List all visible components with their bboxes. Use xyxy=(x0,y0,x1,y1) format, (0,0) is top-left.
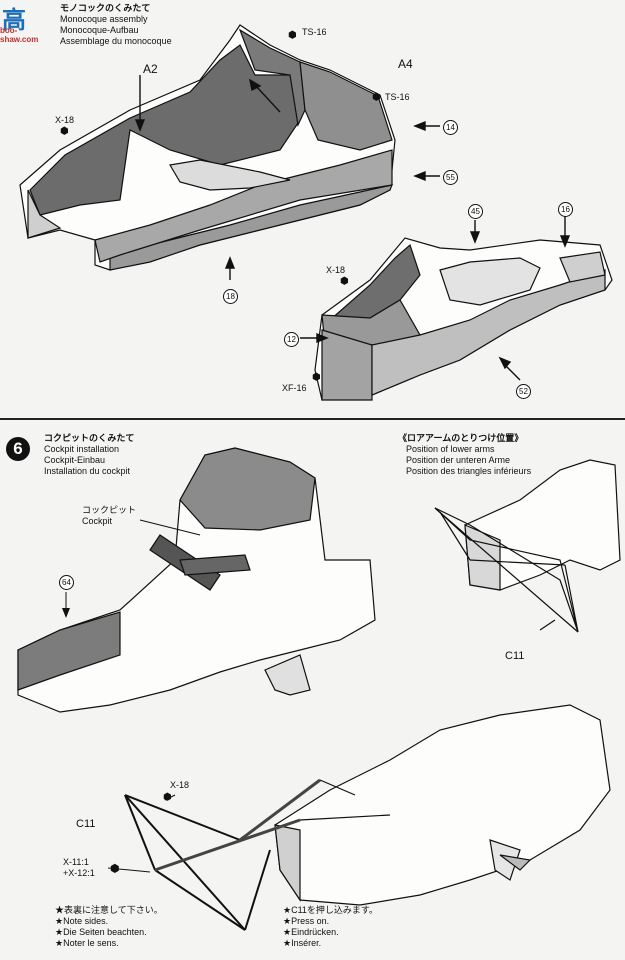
callout-12: 12 xyxy=(284,332,299,347)
screw-icon: ⬢ xyxy=(110,863,120,875)
screw-label-ts16-mid: TS-16 xyxy=(385,92,410,102)
part-label-a4: A4 xyxy=(398,57,413,71)
section5-arrows xyxy=(134,75,571,381)
section5-title-block: モノコックのくみたて Monocoque assembly Monocoque-… xyxy=(60,3,172,47)
lower-arm-de: Position der unteren Arme xyxy=(406,455,511,465)
section6-monocoque xyxy=(17,447,376,713)
screw-spec: X-11:1 +X-12:1 xyxy=(63,857,95,879)
lower-arm-fr: Position des triangles inférieurs xyxy=(406,466,532,476)
lower-arm-en: Position of lower arms xyxy=(406,444,495,454)
monocoque-left-half xyxy=(19,24,396,271)
section-divider xyxy=(0,418,625,420)
monocoque-right-half xyxy=(314,237,613,401)
c11-assembly-view xyxy=(124,704,611,931)
screw-icon: ⬢ xyxy=(163,792,172,803)
note-sides: ★表裏に注意して下さい。 ★Note sides. ★Die Seiten be… xyxy=(55,905,163,949)
section6-title-fr: Installation du cockpit xyxy=(44,466,131,476)
section6-arrow-64 xyxy=(62,608,70,618)
cockpit-label: コックピット Cockpit xyxy=(82,505,136,527)
screw-icon: ⬢ xyxy=(372,92,381,103)
part-label-c11-right: C11 xyxy=(505,650,525,662)
note-sides-en: ★Note sides. xyxy=(55,916,109,926)
screw-spec-x12: +X-12:1 xyxy=(63,868,95,878)
screw-spec-x11: X-11:1 xyxy=(63,857,89,867)
screw-label-x18-left: X-18 xyxy=(55,115,75,125)
section6-title-en: Cockpit installation xyxy=(44,444,120,454)
screw-icon: ⬢ xyxy=(60,126,69,137)
part-label-c11-left: C11 xyxy=(76,818,96,830)
note-press-jp: ★C11を押し込みます。 xyxy=(283,905,379,915)
callout-45: 45 xyxy=(468,204,483,219)
watermark-glyph: 高 xyxy=(2,7,26,34)
section6-title-de: Cockpit-Einbau xyxy=(44,455,106,465)
cockpit-label-en: Cockpit xyxy=(82,516,113,526)
screw-label-x18-right: X-18 xyxy=(326,265,346,275)
watermark-text: boo-shaw.com xyxy=(0,26,39,44)
section5-title-de: Monocoque-Aufbau xyxy=(60,25,139,35)
screw-label-ts16-top: TS-16 xyxy=(302,27,327,37)
note-press-fr: ★Insérer. xyxy=(283,938,322,948)
callout-55: 55 xyxy=(443,170,458,185)
section5-title-fr: Assemblage du monocoque xyxy=(60,36,172,46)
section5-title-jp: モノコックのくみたて xyxy=(60,3,151,13)
section6-title-jp: コクピットのくみたて xyxy=(44,433,135,443)
callout-14: 14 xyxy=(443,120,458,135)
part-label-a2: A2 xyxy=(143,62,158,76)
step-number-badge: 6 xyxy=(6,437,30,461)
note-sides-de: ★Die Seiten beachten. xyxy=(55,927,147,937)
lower-arm-position-view xyxy=(434,459,621,633)
callout-16: 16 xyxy=(558,202,573,217)
note-press-de: ★Eindrücken. xyxy=(283,927,339,937)
callout-18: 18 xyxy=(223,289,238,304)
screw-label-x18: X-18 xyxy=(170,780,190,790)
section6-x18-leader xyxy=(107,794,176,873)
note-press-en: ★Press on. xyxy=(283,916,330,926)
note-sides-fr: ★Noter le sens. xyxy=(55,938,119,948)
section5-title-en: Monocoque assembly xyxy=(60,14,148,24)
section6-title-block: コクピットのくみたて Cockpit installation Cockpit-… xyxy=(44,433,134,477)
note-press: ★C11を押し込みます。 ★Press on. ★Eindrücken. ★In… xyxy=(283,905,378,949)
lower-arm-title-jp: 《ロアアームのとりつけ位置》 xyxy=(398,433,524,443)
site-watermark: 高 boo-shaw.com xyxy=(0,0,54,44)
note-sides-jp: ★表裏に注意して下さい。 xyxy=(55,905,163,915)
screw-icon: ⬢ xyxy=(340,276,349,287)
screw-icon: ⬢ xyxy=(288,30,297,41)
callout-52: 52 xyxy=(516,384,531,399)
screw-label-xf16: XF-16 xyxy=(282,383,307,393)
screw-icon: ⬢ xyxy=(312,372,321,383)
cockpit-label-jp: コックピット xyxy=(82,505,137,515)
lower-arm-position-caption: 《ロアアームのとりつけ位置》 Position of lower arms Po… xyxy=(398,433,531,477)
callout-64: 64 xyxy=(59,575,74,590)
